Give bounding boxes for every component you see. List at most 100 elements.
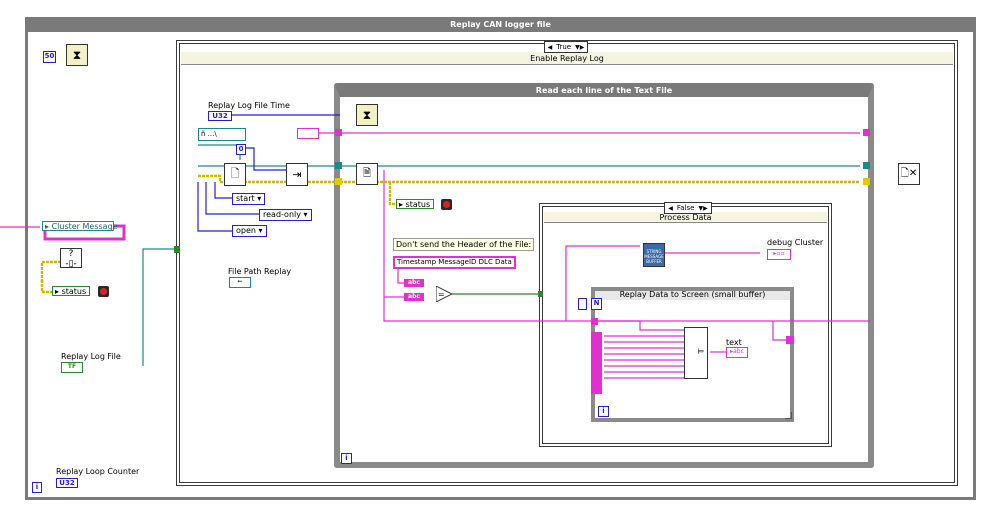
header-comment: Don't send the Header of the File: xyxy=(393,238,535,251)
cluster-message-terminal[interactable]: ▸ Cluster Message xyxy=(42,221,118,231)
open-enum[interactable]: open ▾ xyxy=(232,225,267,237)
inner-selector-left-arrow[interactable]: ◀ xyxy=(668,204,673,212)
file-path-replay-label: File Path Replay xyxy=(228,267,292,276)
replay-log-file-label: Replay Log File xyxy=(61,352,121,361)
status-terminal-left[interactable]: ▸ status xyxy=(52,286,90,296)
case-tunnel-left xyxy=(174,246,180,253)
debug-cluster-label: debug Cluster xyxy=(767,238,824,247)
case-selector-dropdown-icon[interactable]: ▼▶ xyxy=(575,43,585,51)
for-loop-string-tunnel xyxy=(591,318,598,325)
error-wire-up xyxy=(40,260,60,282)
shift-register-top-left[interactable] xyxy=(335,129,342,136)
error-wire-left xyxy=(40,280,52,294)
for-loop-resize-grip-icon[interactable] xyxy=(785,412,792,419)
error-wire-main xyxy=(198,174,860,184)
start-enum-dropdown-icon[interactable]: ▾ xyxy=(257,194,262,203)
replay-loop-counter-terminal[interactable]: U32 xyxy=(56,478,78,488)
build-array-vi-icon[interactable] xyxy=(684,327,708,379)
for-loop-n-control[interactable] xyxy=(578,298,587,310)
set-file-position-vi-icon[interactable]: ⇥ xyxy=(286,163,308,186)
for-loop-shift-registers[interactable] xyxy=(591,332,602,394)
inner-case-header-bar xyxy=(544,212,827,223)
replay-log-file-time-terminal[interactable]: U32 xyxy=(208,111,232,121)
for-loop-exit-tunnel xyxy=(786,336,794,344)
shift-register-refnum-right[interactable] xyxy=(863,162,870,169)
numeric-wire-start xyxy=(214,182,232,199)
unbundle-vi-icon[interactable]: ?-▯- xyxy=(60,248,82,269)
read-only-enum-value: read-only xyxy=(263,210,301,219)
concatenate-strings-icon[interactable]: ⊨ xyxy=(697,347,705,356)
status-left-label: status xyxy=(61,287,87,296)
inner-case-title: Process Data xyxy=(659,213,712,222)
refnum-wire-top xyxy=(198,144,241,160)
status-led-left-icon xyxy=(98,286,109,297)
for-loop-iteration-terminal: i xyxy=(598,406,609,417)
string-wire-exit xyxy=(772,321,788,341)
window-title: Replay CAN logger file xyxy=(25,17,976,32)
read-only-enum[interactable]: read-only ▾ xyxy=(259,209,312,221)
inner-selector-value: False xyxy=(676,204,695,212)
read-text-file-vi-icon[interactable]: 🗎 xyxy=(356,163,378,185)
numeric-wire-readonly xyxy=(205,182,260,215)
cluster-message-label: Cluster Message xyxy=(51,222,118,231)
text-indicator-terminal[interactable]: ▸abc xyxy=(726,347,748,358)
wait-ms-vi-icon[interactable]: ⧗ xyxy=(66,44,88,66)
abc-constant-1[interactable]: abc xyxy=(404,279,424,287)
error-wire-status xyxy=(388,182,396,206)
replay-log-file-time-label: Replay Log File Time xyxy=(208,101,290,110)
status-terminal-inner[interactable]: ▸ status xyxy=(396,199,434,209)
inner-case-selector[interactable]: ◀ False ▼▶ xyxy=(664,202,712,214)
file-path-replay-terminal[interactable]: ⇜ xyxy=(229,277,251,288)
string-wire-drop xyxy=(383,170,540,322)
header-string-constant[interactable]: Timestamp MessageID DLC Data xyxy=(393,256,516,269)
string-message-buffer-vi-icon[interactable]: STRING MESSAGE BUFFER xyxy=(643,243,665,267)
case-header-bar xyxy=(181,52,953,65)
debug-cluster-terminal[interactable]: ▸▫▫ xyxy=(767,249,791,260)
replay-loop-counter-label: Replay Loop Counter xyxy=(56,467,140,476)
open-enum-dropdown-icon[interactable]: ▾ xyxy=(258,226,263,235)
open-enum-value: open xyxy=(236,226,256,235)
while-loop-frame[interactable] xyxy=(334,83,874,468)
abc-constant-2[interactable]: abc xyxy=(404,293,424,301)
case-selector[interactable]: ◀ True ▼▶ xyxy=(544,41,588,53)
read-only-enum-dropdown-icon[interactable]: ▾ xyxy=(303,210,308,219)
shift-register-refnum-left[interactable] xyxy=(335,162,342,169)
start-enum-value: start xyxy=(236,194,255,203)
while-loop-title: Read each line of the Text File xyxy=(535,86,673,95)
for-loop-header-bar xyxy=(595,291,790,300)
equal-compare-icon[interactable]: = xyxy=(436,286,452,302)
svg-text:=: = xyxy=(438,290,445,299)
shift-register-top-right[interactable] xyxy=(863,129,870,136)
while-loop-iteration-terminal: i xyxy=(341,453,352,464)
wait-constant[interactable]: 50 xyxy=(43,51,56,63)
timed-wait-vi-icon[interactable]: ⧗ xyxy=(356,104,378,126)
replay-log-file-terminal[interactable]: TF xyxy=(61,362,83,373)
replay-loop-i-indicator: i xyxy=(32,482,42,493)
shift-register-error-right[interactable] xyxy=(863,178,870,185)
question-constant: ? xyxy=(68,249,74,259)
text-label: text xyxy=(726,338,742,347)
start-enum[interactable]: start ▾ xyxy=(232,193,266,205)
case-selector-left-arrow[interactable]: ◀ xyxy=(547,43,553,51)
shift-register-error-left[interactable] xyxy=(335,178,342,185)
for-loop-title: Replay Data to Screen (small buffer) xyxy=(619,290,766,299)
close-file-vi-icon[interactable]: 🗋✕ xyxy=(898,163,920,185)
case-bool-tunnel xyxy=(538,291,543,297)
inner-selector-dropdown-icon[interactable]: ▼▶ xyxy=(698,204,708,212)
string-control-top[interactable] xyxy=(297,128,319,139)
status-inner-label: status xyxy=(405,200,431,209)
for-loop-count-terminal[interactable]: N xyxy=(591,298,602,310)
status-led-inner-icon xyxy=(441,199,452,210)
open-file-vi-icon[interactable]: 🗋 xyxy=(224,163,246,186)
case-title: Enable Replay Log xyxy=(530,54,604,63)
string-wire-header xyxy=(397,262,404,284)
case-selector-value: True xyxy=(556,43,572,51)
string-wire-to-for xyxy=(565,245,640,321)
string-wire-forloop xyxy=(598,320,684,331)
file-refnum-constant[interactable]: ñ ...\ xyxy=(198,128,246,141)
numeric-wire-open xyxy=(197,182,232,232)
zero-constant[interactable]: 0 xyxy=(236,144,246,155)
numeric-wire-offset xyxy=(246,147,286,171)
